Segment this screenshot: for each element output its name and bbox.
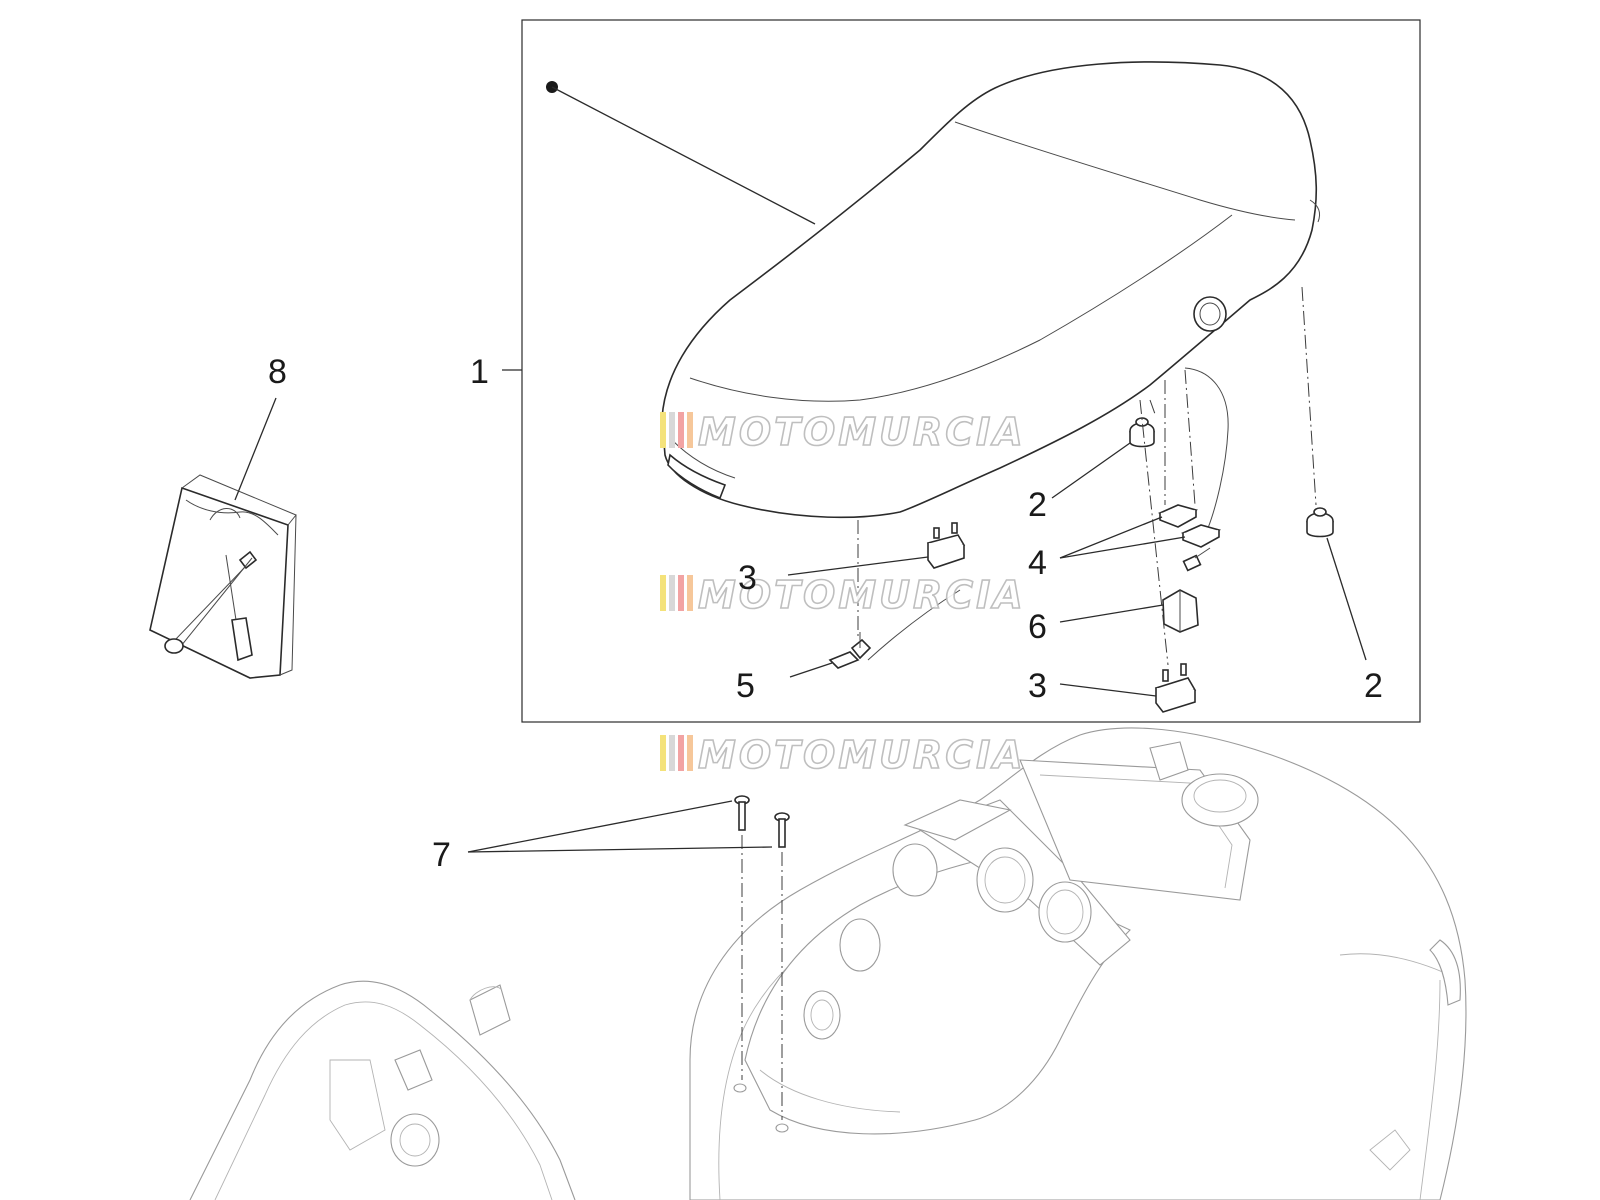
callout-4: 4 <box>1028 544 1047 582</box>
frame-part-ghost <box>189 980 576 1200</box>
seat-bumper-right <box>1306 507 1334 538</box>
seat-bolts <box>734 795 790 848</box>
assembly-lines <box>741 286 1317 1120</box>
watermark-2: MOTOMURCIA <box>660 572 1026 618</box>
callout-2-right: 2 <box>1364 667 1383 705</box>
watermark-stripe <box>669 575 675 611</box>
watermark-text: MOTOMURCIA <box>698 733 1026 777</box>
seat-pad-left <box>926 522 966 569</box>
watermark-1: MOTOMURCIA <box>660 409 1026 455</box>
seat-lock <box>1162 547 1211 633</box>
watermark-stripe <box>687 412 693 448</box>
seat-pad-lower <box>1154 663 1197 713</box>
tool-kit-bag <box>149 474 297 679</box>
watermark-stripe <box>660 575 666 611</box>
watermark-stripe <box>660 735 666 771</box>
callout-8: 8 <box>268 353 287 391</box>
watermark-text: MOTOMURCIA <box>698 573 1026 617</box>
watermark-stripe <box>669 412 675 448</box>
watermark-stripe <box>687 735 693 771</box>
callout-labels: 1 2 2 3 3 4 5 6 7 8 <box>268 353 1383 874</box>
seat-release-cable <box>828 589 961 669</box>
seat-bumper-upper <box>1129 417 1155 448</box>
callout-7: 7 <box>432 836 451 874</box>
watermark-stripe <box>678 412 684 448</box>
seat-kit-frame <box>521 19 1421 723</box>
callout-5: 5 <box>736 667 755 705</box>
watermark-stripe <box>687 575 693 611</box>
watermark-text: MOTOMURCIA <box>698 410 1026 454</box>
watermark-stripe <box>669 735 675 771</box>
watermark-3: MOTOMURCIA <box>660 732 1026 778</box>
seat-assembly <box>661 61 1321 529</box>
callout-3-lower: 3 <box>1028 667 1047 705</box>
watermark-stripe <box>678 575 684 611</box>
callout-2-upper: 2 <box>1028 486 1047 524</box>
callout-3-left: 3 <box>738 559 757 597</box>
watermark-stripe <box>678 735 684 771</box>
leader-lines <box>234 81 1367 853</box>
watermark-stripe <box>660 412 666 448</box>
callout-6: 6 <box>1028 608 1047 646</box>
callout-1: 1 <box>470 353 489 391</box>
hinge-pads <box>1157 504 1222 548</box>
scooter-body-ghost <box>689 727 1467 1200</box>
